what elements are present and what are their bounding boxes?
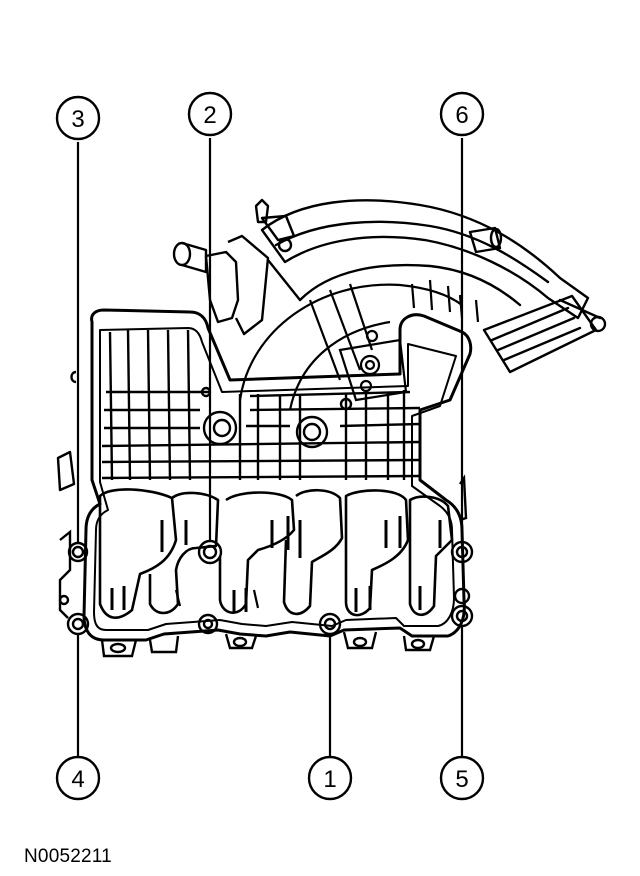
plenum-grid — [101, 329, 421, 481]
intake-runners — [98, 488, 454, 619]
callouts: 1 2 3 4 5 6 — [55, 91, 485, 801]
callout-6-label: 6 — [455, 102, 468, 129]
callout-5: 5 — [439, 755, 485, 801]
callout-3-label: 3 — [71, 106, 84, 133]
callout-6: 6 — [439, 91, 485, 137]
callout-1-label: 1 — [323, 766, 336, 793]
intake-tube — [254, 198, 607, 374]
figure-id: N0052211 — [24, 846, 112, 867]
bolt-hole-2 — [197, 539, 223, 565]
callout-4: 4 — [55, 755, 101, 801]
callout-3: 3 — [55, 95, 101, 141]
manifold-body — [56, 308, 473, 642]
callout-5-label: 5 — [455, 766, 468, 793]
callout-1: 1 — [307, 755, 353, 801]
callout-4-label: 4 — [71, 766, 84, 793]
callout-2: 2 — [187, 91, 233, 137]
callout-2-label: 2 — [203, 102, 216, 129]
leader-lines — [76, 138, 464, 756]
vacuum-port — [172, 234, 270, 336]
